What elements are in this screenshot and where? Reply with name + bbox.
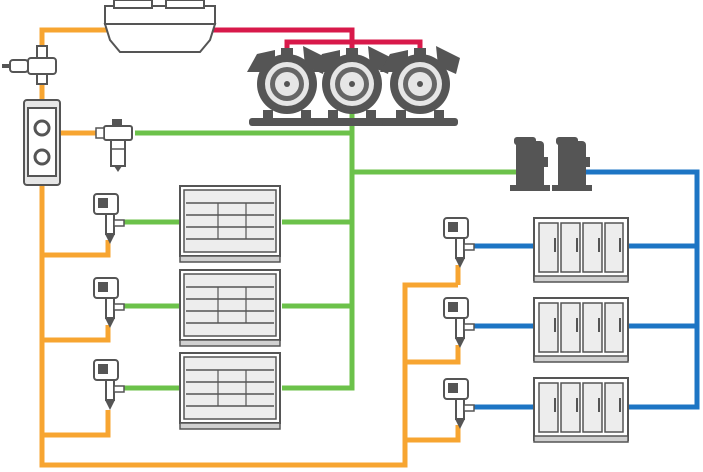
discharge-lines — [213, 27, 423, 55]
medium-temp-suction-lines — [122, 110, 520, 391]
multideck-case-1-icon — [179, 185, 281, 263]
liquid-line-branch-5 — [405, 425, 461, 443]
head-pressure-valve-icon — [2, 45, 57, 85]
suction-valve-icon — [95, 119, 133, 172]
liquid-line-branch-1 — [42, 240, 111, 258]
multideck-case-2-icon — [179, 269, 281, 347]
freezer-case-1-icon — [533, 217, 629, 283]
liquid-line-main-trunk — [39, 185, 458, 468]
freezer-case-2-icon — [533, 297, 629, 363]
expansion-valve-5-icon — [443, 297, 475, 349]
booster-compressor-2-icon — [552, 137, 592, 191]
booster-compressor-1-icon — [510, 137, 550, 191]
compressor-1-icon — [247, 46, 327, 126]
condenser-icon — [103, 0, 217, 53]
multideck-case-3-icon — [179, 352, 281, 430]
discharge-line-condenser — [213, 27, 355, 55]
liquid-line-branch-3 — [42, 410, 111, 438]
expansion-valve-6-icon — [443, 378, 475, 430]
lt-suction-main — [580, 169, 700, 410]
expansion-valve-2-icon — [93, 277, 125, 329]
liquid-line-branch-4 — [405, 345, 461, 365]
compressor-2-icon — [312, 46, 392, 126]
compressor-3-icon — [380, 46, 460, 126]
expansion-valve-1-icon — [93, 193, 125, 245]
freezer-case-3-icon — [533, 377, 629, 443]
liquid-line-branch-2 — [42, 325, 111, 343]
mt-suction-main — [282, 110, 355, 391]
expansion-valve-3-icon — [93, 359, 125, 411]
liquid-receiver-icon — [23, 99, 61, 186]
low-temp-suction-lines — [472, 169, 700, 410]
expansion-valve-4-icon — [443, 217, 475, 269]
